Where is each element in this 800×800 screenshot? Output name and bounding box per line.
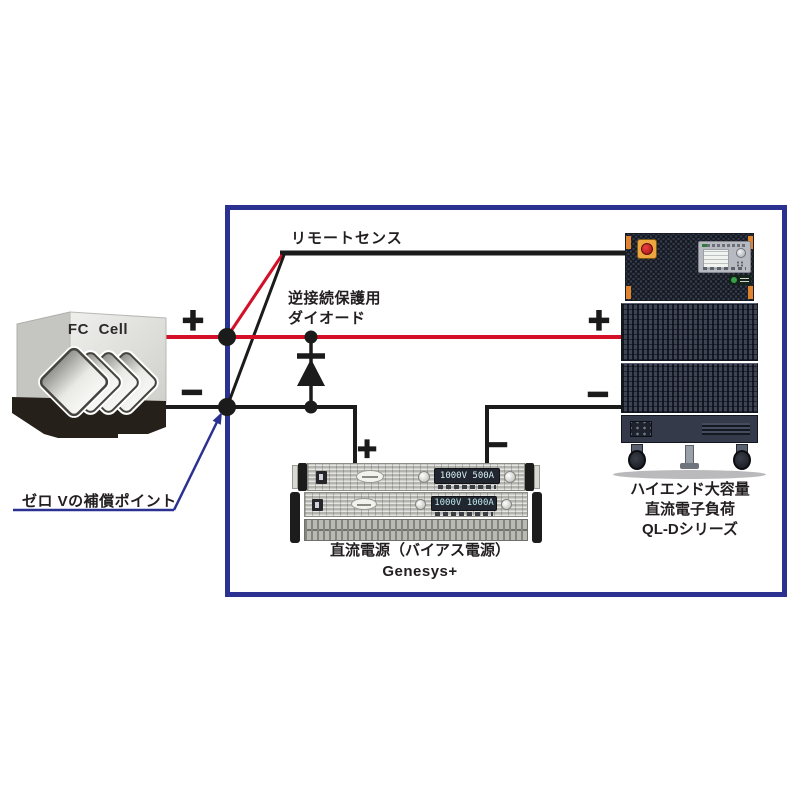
zero-v-label: ゼロ Vの補償ポイント: [22, 493, 177, 510]
genesys-psu-bottom-unit: 1000V 1000A: [290, 492, 542, 543]
brand-badge-icon: [729, 275, 751, 285]
corner-bracket-icon: [626, 236, 631, 249]
rack-handle-icon: [290, 492, 300, 543]
psu-vent-grille: [304, 519, 528, 541]
base-vent-slots: [702, 423, 750, 435]
power-switch-icon: [316, 471, 327, 484]
caster-wheel-icon: [733, 444, 751, 471]
panel-keys: [736, 261, 745, 267]
load-base-section: [621, 415, 758, 443]
remote-sense-label: リモートセンス: [291, 230, 403, 247]
psu-button-row: [435, 512, 493, 516]
corner-bracket-icon: [626, 286, 631, 299]
rack-ear: [292, 465, 298, 489]
leader-arrowhead-icon: [212, 412, 222, 425]
load-control-section: [625, 233, 754, 301]
rack-ear: [534, 465, 540, 489]
load-vent-section-upper: [621, 303, 758, 361]
psu-display-top: 1000V 500A: [434, 468, 500, 484]
psu-button-row: [438, 485, 496, 489]
psu-caption-line2: Genesys+: [382, 563, 458, 580]
caster-wheel-icon: [628, 444, 646, 471]
fc-cell-illustration: [12, 311, 167, 438]
psu-plus-sign: +: [356, 429, 377, 468]
load-caption-line2: 直流電子負荷: [644, 501, 735, 518]
genesys-psu-top-unit: 1000V 500A: [292, 463, 540, 491]
psu-caption-line1: 直流電源（バイアス電源）: [329, 542, 510, 559]
corner-bracket-icon: [748, 286, 753, 299]
voltage-knob-icon: [418, 471, 430, 483]
load-caption-line3: QL-Dシリーズ: [642, 521, 738, 538]
emergency-stop-button: [637, 239, 657, 259]
diode-bottom-node: [304, 400, 318, 414]
diode-triangle: [297, 359, 325, 386]
rack-handle-icon: [532, 492, 542, 543]
panel-brand-strip: [702, 244, 747, 247]
fc-minus-sign: −: [180, 372, 204, 414]
load-vent-section-lower: [621, 363, 758, 413]
load-caption-line1: ハイエンド大容量: [630, 481, 750, 498]
load-control-panel: [698, 241, 751, 273]
load-display-screen: [703, 249, 729, 269]
sense-wire-red-diagonal: [225, 254, 284, 338]
positive-junction-node: [218, 328, 236, 346]
current-knob-icon: [504, 471, 516, 483]
panel-button-row: [703, 267, 746, 270]
fc-plus-sign: +: [181, 300, 205, 342]
protection-diode-label-line1: 逆接続保護用: [288, 290, 382, 307]
psu-front-panel: 1000V 500A: [307, 463, 525, 491]
zero-v-leader: [13, 412, 222, 512]
rack-handle-icon: [525, 463, 534, 491]
current-knob-icon: [501, 499, 512, 510]
fc-stack-plates: [38, 346, 159, 418]
fc-cell-label: FC Cell: [67, 321, 129, 338]
load-minus-sign: −: [586, 374, 610, 416]
load-caption: ハイエンド大容量 直流電子負荷 QL-Dシリーズ: [612, 480, 768, 540]
psu-front-panel: 1000V 1000A: [304, 492, 528, 517]
ql-d-electronic-load: [613, 233, 766, 481]
estop-red-button-icon: [641, 243, 653, 255]
psu-minus-sign: −: [487, 425, 508, 464]
psu-display-bottom: 1000V 1000A: [431, 496, 497, 511]
load-shadow: [613, 470, 766, 479]
diode-top-node: [304, 330, 318, 344]
base-connector-panel: [630, 421, 652, 437]
load-plus-sign: +: [587, 300, 611, 342]
protection-diode-label: 逆接続保護用 ダイオード: [288, 289, 381, 329]
voltage-knob-icon: [415, 499, 426, 510]
psu-logo-badge: [356, 470, 384, 483]
zero-v-junction-node: [218, 398, 236, 416]
rack-handle-icon: [298, 463, 307, 491]
protection-diode-label-line2: ダイオード: [288, 310, 366, 327]
power-switch-icon: [312, 499, 323, 511]
psu-caption: 直流電源（バイアス電源） Genesys+: [320, 540, 520, 582]
psu-logo-badge: [351, 498, 377, 510]
sense-wire-black-diagonal: [225, 254, 286, 408]
leveling-foot-base: [680, 463, 699, 469]
rotary-knob-icon: [736, 248, 746, 258]
leveling-foot: [685, 445, 694, 465]
